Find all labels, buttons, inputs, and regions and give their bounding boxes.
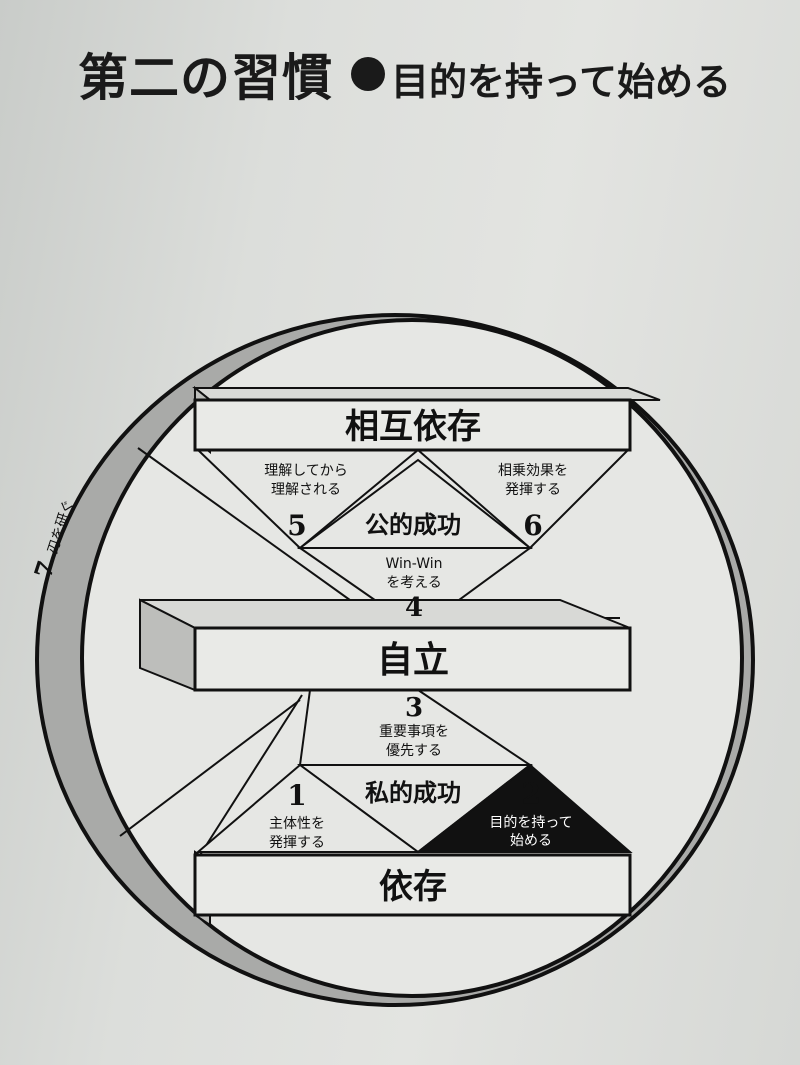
habit-1-number: 1 [287,779,306,812]
bullet-dot-icon [351,57,385,91]
habit-5-line1: 理解してから [264,463,348,479]
dependence-label: 依存 [379,867,447,907]
independence-block [193,626,632,692]
lower-x-lines [119,694,303,856]
habit-1-line1: 主体性を [269,816,325,832]
habit-5-number: 5 [287,509,306,542]
habit-2-line1: 目的を持って [489,815,572,831]
independence-block-top [139,599,631,629]
habit-2-number: 2 [521,777,540,810]
habit-5-line2: 理解される [271,482,341,498]
habit-3-line2: 優先する [386,743,442,759]
habit-4-line1: Win-Win [385,556,442,572]
habit-2-wedge-highlight [415,763,633,853]
title-main: 第二の習慣 [78,49,333,107]
habit-1-wedge [195,763,422,853]
title-subtitle: 目的を持って始める [391,60,732,104]
habit-3-number: 3 [405,693,423,723]
habit-1-line2: 発揮する [269,835,325,851]
interdependence-label: 相互依存 [345,407,481,447]
interdependence-block-top [192,387,661,401]
habit-6-line1: 相乗効果を [498,463,568,479]
habit-6-number: 6 [523,509,542,542]
habit-4-number: 4 [405,593,423,623]
dependence-block [193,853,632,917]
public-victory-label: 公的成功 [365,511,461,539]
habit-4-wedge [296,547,534,632]
interdependence-block [193,398,632,452]
independence-label: 自立 [377,640,449,681]
habit-2-line2: 始める [510,833,552,849]
page-title: 第二の習慣 目的を持って始める [78,38,731,110]
habit-6-line2: 発揮する [505,482,561,498]
private-victory-label: 私的成功 [365,779,461,807]
habit-4-line2: を考える [386,575,442,591]
habit-3-line1: 重要事項を [379,724,449,740]
